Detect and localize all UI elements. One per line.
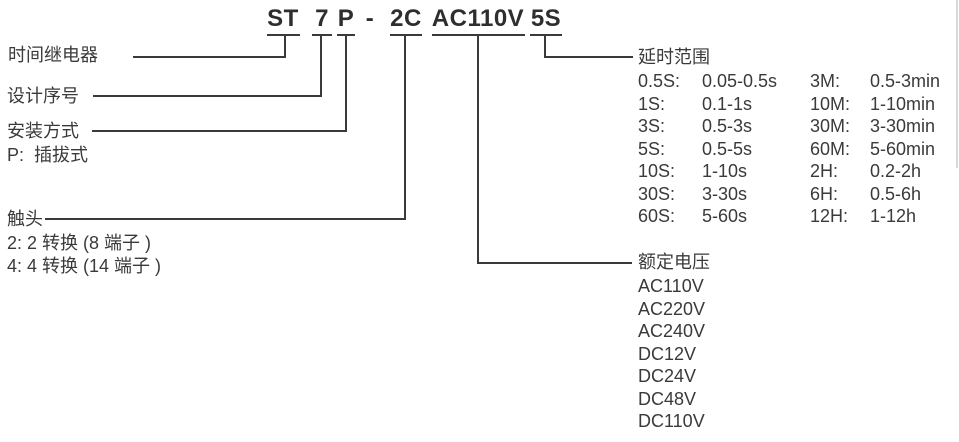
delay-code: 1S: [638,93,666,114]
voltage-option: AC110V [638,276,704,296]
delay-value: 3-30s [702,183,748,204]
label-mounting-type: 安装方式 [7,121,79,141]
code-segment-mounting: P [337,5,355,32]
delay-code: 6H: [810,183,839,204]
connector-delay [544,35,633,58]
delay-value: 0.5-6h [870,183,922,204]
delay-value: 0.5-3min [870,71,941,91]
delay-value: 0.5-3s [702,116,753,136]
code-segment-delay: 5S [530,5,562,32]
voltage-option: DC110V [638,411,705,431]
voltage-option: DC48V [638,388,697,409]
label-mounting-option: P: 插拔式 [7,145,89,165]
delay-code: 30S: [638,183,676,204]
delay-value: 0.05-0.5s [702,71,778,91]
delay-code: 2H: [810,161,839,181]
delay-code: 10M: [810,93,851,114]
voltage-option: DC12V [638,343,697,364]
delay-value: 0.1-1s [702,93,753,114]
label-contacts-option-4: 4: 4 转换 (14 端子 ) [7,256,162,276]
label-time-relay: 时间继电器 [8,45,98,65]
delay-code: 5S: [638,138,666,159]
label-contacts-option-2: 2: 2 转换 (8 端子 ) [7,233,152,253]
delay-code: 10S: [638,161,676,181]
connector-contacts [45,35,406,220]
label-rated-voltage: 额定电压 [638,252,710,272]
delay-value: 1-12h [870,206,917,226]
voltage-option: AC240V [638,321,706,341]
code-segment-contacts: 2C [390,5,422,32]
delay-value: 1-10s [702,161,748,181]
delay-value: 1-10min [870,93,936,114]
delay-value: 5-60s [702,206,748,226]
delay-code: 0.5S: [638,71,681,91]
label-design-series: 设计序号 [7,86,79,106]
code-segment-design: 7 [315,5,329,32]
label-delay-range: 延时范围 [638,47,710,67]
label-contacts: 触头 [7,209,43,229]
delay-value: 5-60min [870,138,936,159]
rated-voltage-list: AC110V AC220V AC240V DC12V DC24V DC48V D… [638,275,705,433]
voltage-option: DC24V [638,366,697,386]
code-segment-series: ST [267,5,299,32]
delay-range-table: 0.5S: 0.05-0.5s 3M: 0.5-3min 1S: 0.1-1s … [638,70,959,228]
delay-value: 0.2-2h [870,161,922,181]
connector-design [93,35,322,97]
delay-value: 3-30min [870,116,936,136]
connector-series [133,35,286,58]
code-segment-voltage: AC110V [431,5,525,32]
code-separator: - [365,5,375,32]
delay-code: 30M: [810,116,851,136]
connector-mounting [92,35,347,132]
delay-code: 3M: [810,71,841,91]
voltage-option: AC220V [638,298,706,319]
delay-value: 0.5-5s [702,138,753,159]
delay-code: 60M: [810,138,851,159]
delay-code: 60S: [638,206,676,226]
delay-code: 3S: [638,116,666,136]
connector-voltage [477,35,632,264]
delay-code: 12H: [810,206,849,226]
